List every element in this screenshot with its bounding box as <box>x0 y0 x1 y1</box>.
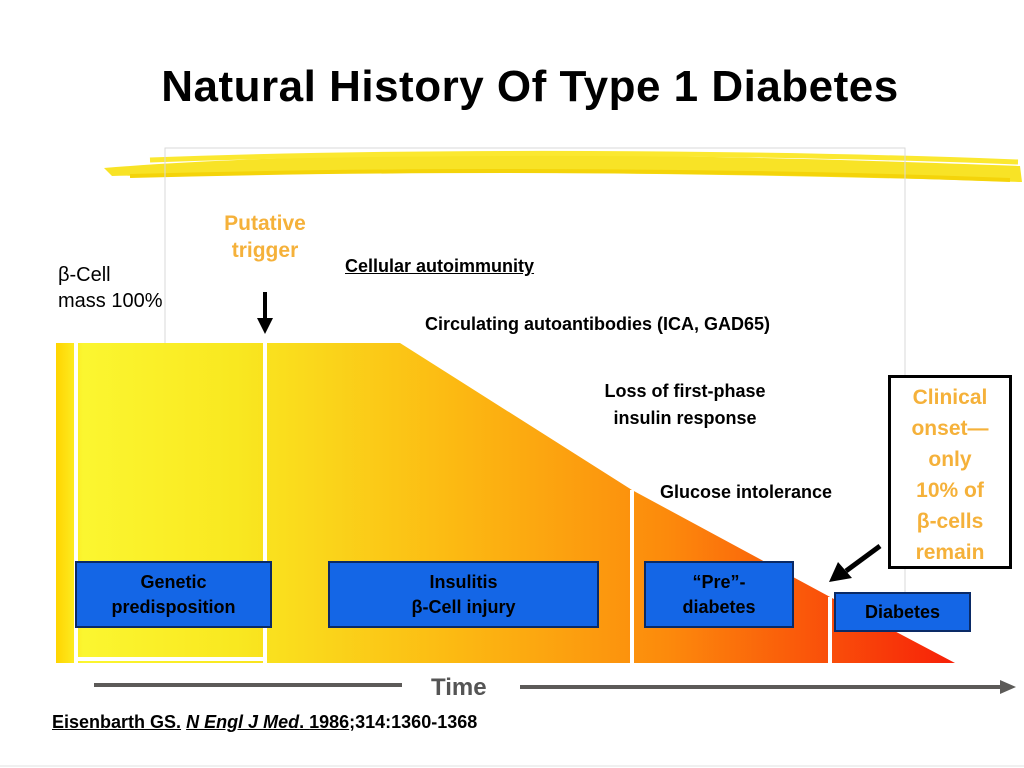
citation-journal: N Engl J Med <box>186 712 300 732</box>
insulitis-box: Insulitis β-Cell injury <box>328 561 599 628</box>
putative-trigger-label: Putative trigger <box>224 212 306 262</box>
cellular-autoimmunity-label: Cellular autoimmunity <box>345 256 535 276</box>
time-axis-label: Time <box>431 674 487 701</box>
onset-arrow <box>829 543 882 582</box>
citation-year: 1986 <box>309 712 350 732</box>
citation-rest: ;314:1360-1368 <box>349 712 478 732</box>
genetic-predisposition-box: Genetic predisposition <box>75 561 272 628</box>
slide-title: Natural History Of Type 1 Diabetes <box>161 62 899 111</box>
trigger-arrow <box>257 292 273 334</box>
citation-author: Eisenbarth GS. <box>52 712 182 732</box>
loss-first-phase-label: Loss of first-phase insulin response <box>604 381 766 428</box>
title-underline-stroke <box>104 150 1022 182</box>
circulating-autoantibodies-label: Circulating autoantibodies (ICA, GAD65) <box>425 314 771 334</box>
diabetes-box: Diabetes <box>834 592 971 632</box>
citation: Eisenbarth GS. N Engl J Med. 1986;314:13… <box>52 712 478 732</box>
beta-symbol: β <box>58 264 70 286</box>
prediabetes-box: “Pre”- diabetes <box>644 561 794 628</box>
clinical-onset-box: Clinical onset— only 10% of β-cells rema… <box>888 375 1012 569</box>
beta-cell-mass-label: β-Cell mass 100% <box>58 264 163 312</box>
glucose-intolerance-label: Glucose intolerance <box>660 482 833 502</box>
time-axis <box>94 680 1016 694</box>
